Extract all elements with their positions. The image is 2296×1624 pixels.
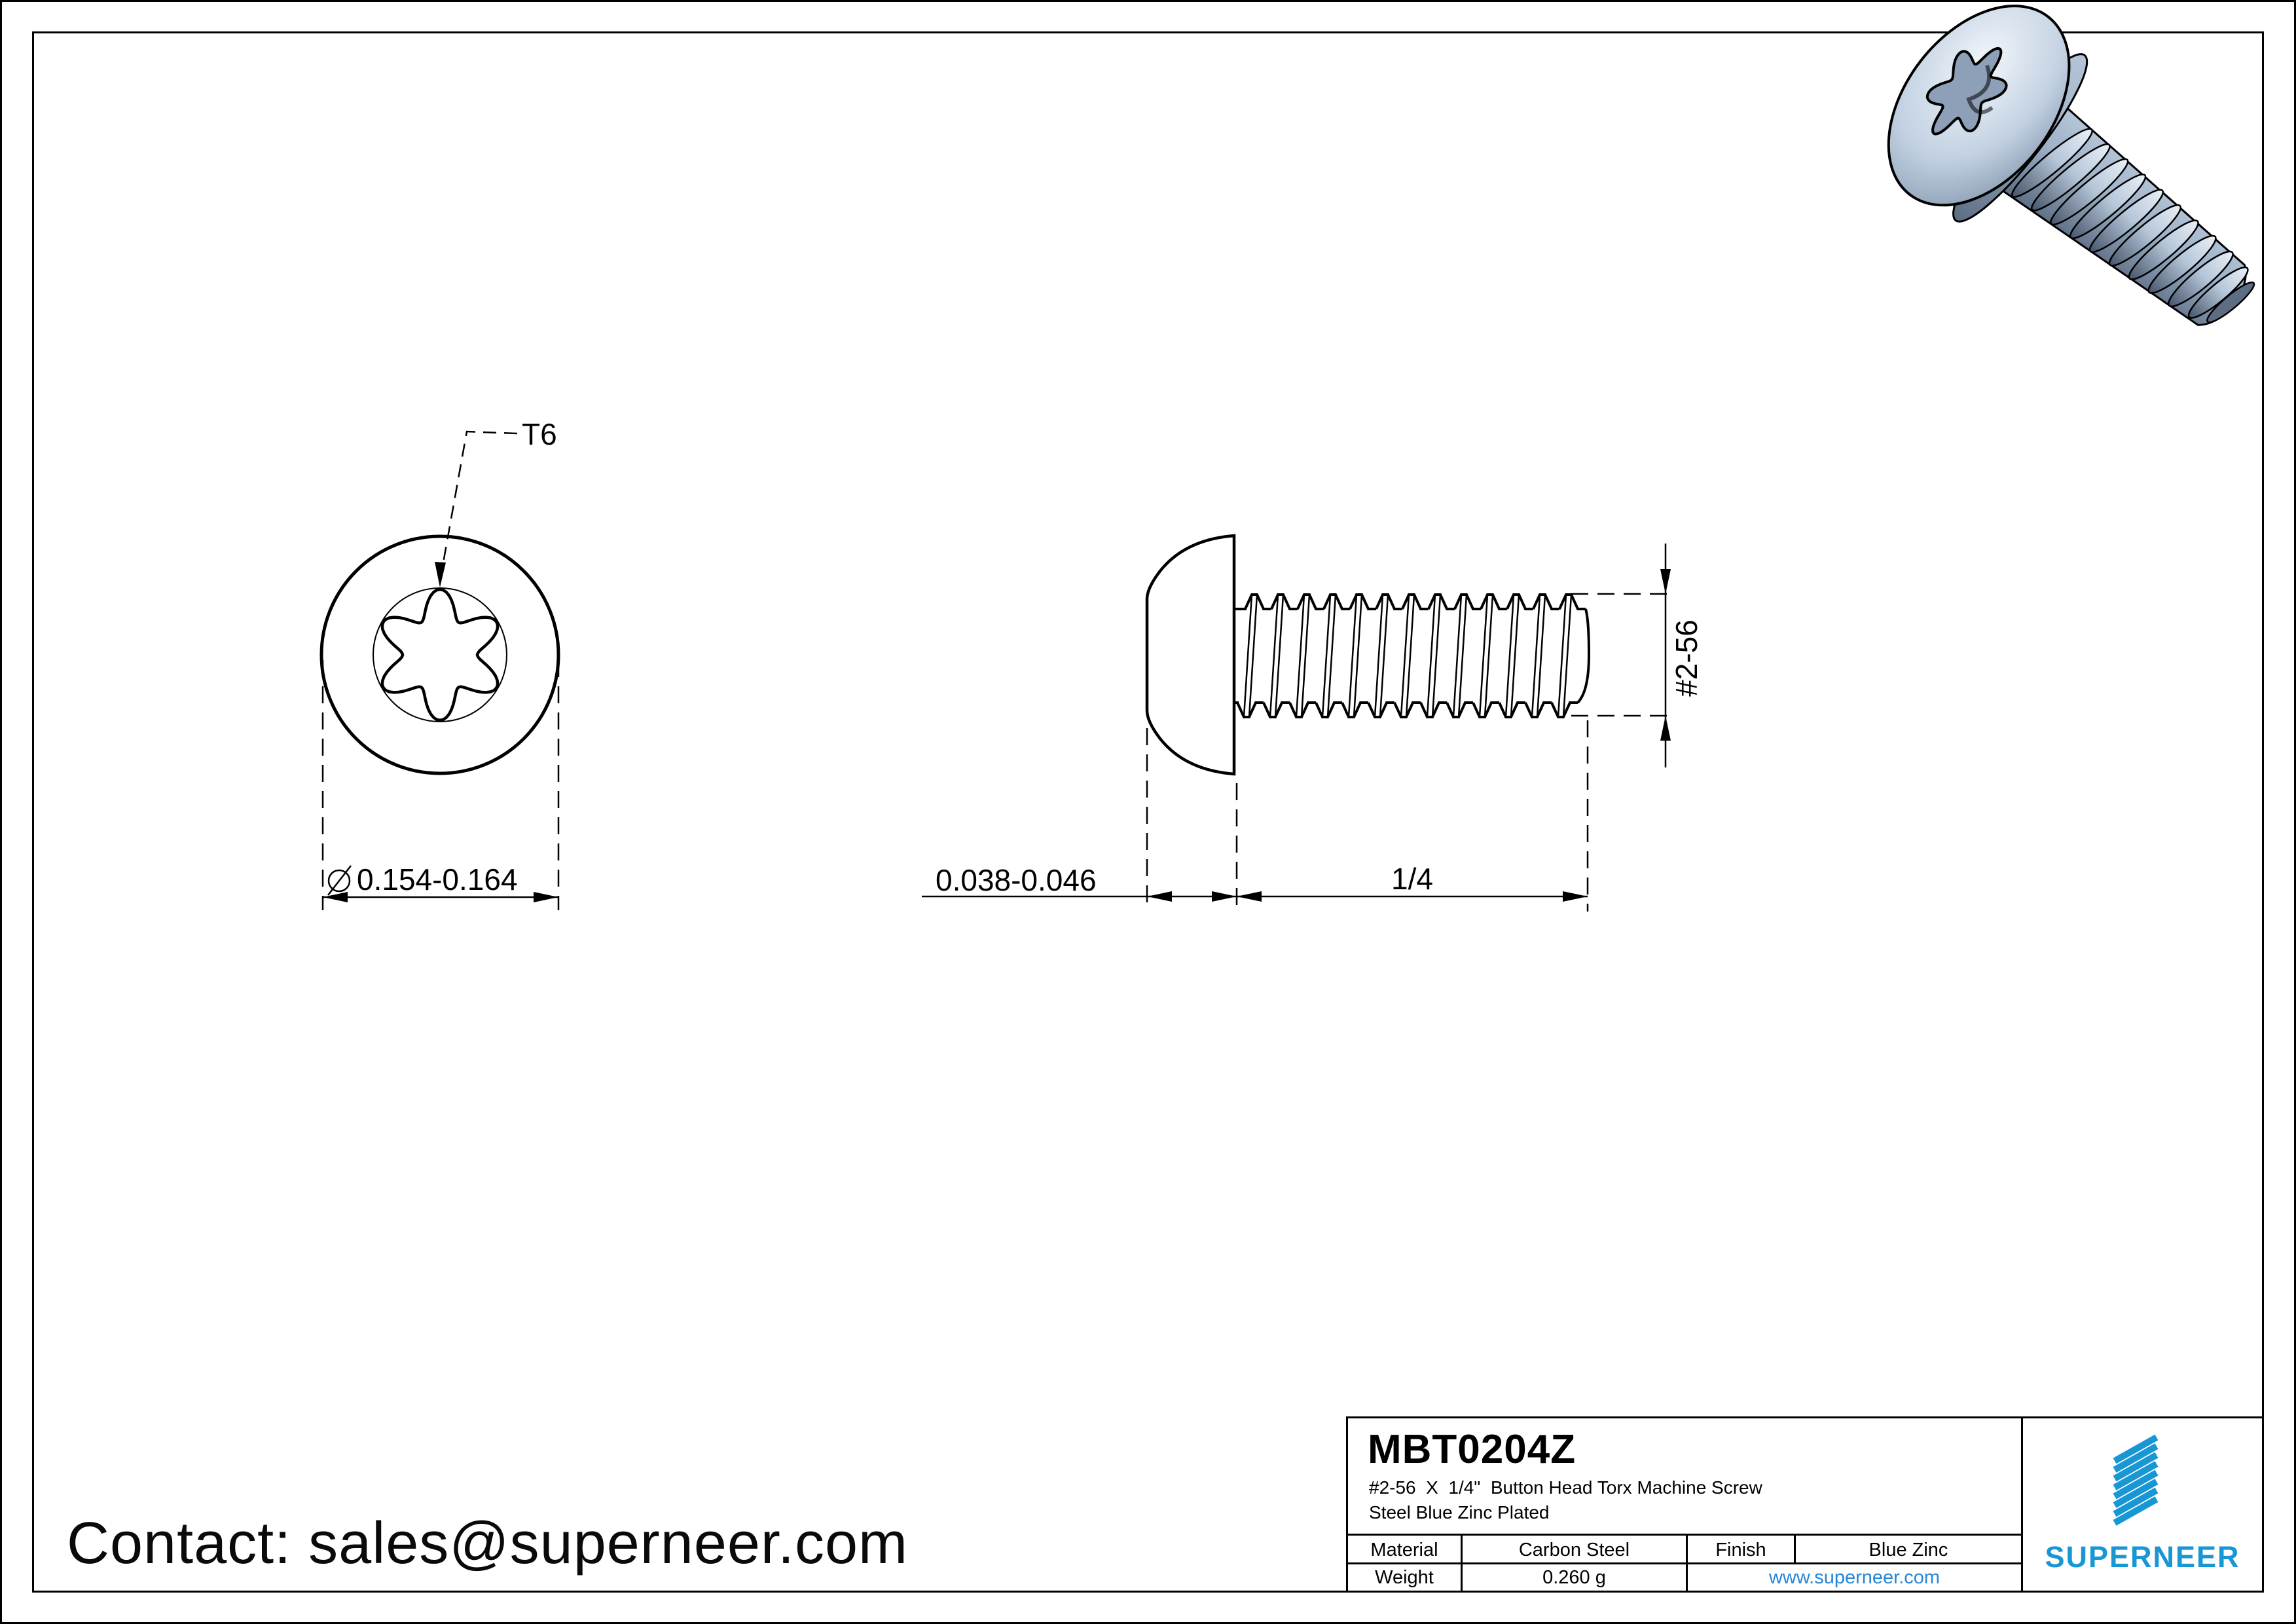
head-diameter-dim: 0.154-0.164 [357,862,518,896]
dim-arrow-icon [1660,569,1671,594]
weight-label: Weight [1348,1564,1463,1591]
dim-arrow-icon [1147,891,1172,902]
thread-profile [1234,593,1591,718]
recess-shadow [1966,64,1994,115]
brand-name: SUPERNEER [2045,1540,2240,1574]
dim-arrow-left-icon [323,892,348,902]
torx-socket-icon [380,587,500,722]
socket-size-label: T6 [522,417,557,451]
brand-logo-area: SUPERNEER [2021,1418,2262,1591]
brand-stripes-icon [2113,1434,2159,1526]
head-height-dim: 0.038-0.046 [936,863,1097,897]
finish-value: Blue Zinc [1868,1539,1948,1560]
front-view: T6 0.154-0.164 [319,417,560,910]
screw-3d-render [1887,5,2255,326]
material-label: Material [1348,1536,1463,1564]
dim-arrow-icon [1660,716,1671,741]
contact-line: Contact: sales@superneer.com [67,1511,908,1576]
title-block: MBT0204Z #2-56 X 1/4" Button Head Torx M… [1346,1416,2264,1593]
thread-bands [2011,128,2255,323]
side-view: 0.038-0.046 1/4 #2-56 [922,534,1704,912]
material-finish-row: Material Carbon Steel Finish Blue Zinc [1348,1534,2021,1564]
dim-arrow-icon [1212,891,1237,902]
website-link[interactable]: www.superneer.com [1768,1566,1941,1588]
weight-value: 0.260 g [1463,1564,1688,1591]
diameter-symbol-icon [327,865,352,896]
thread-spec-dim: #2-56 [1669,619,1704,697]
thread-length-dim: 1/4 [1391,862,1433,896]
finish-label: Finish [1688,1536,1796,1564]
thread-end-chamfer [1576,608,1591,704]
dim-arrow-icon [1237,891,1262,902]
part-number: MBT0204Z [1368,1427,1576,1472]
part-description-line2: Steel Blue Zinc Plated [1369,1502,1550,1522]
dim-arrow-right-icon [534,892,558,902]
part-description-line1: #2-56 X 1/4" Button Head Torx Machine Sc… [1369,1477,1762,1498]
socket-leader-line [440,430,518,574]
weight-website-row: Weight 0.260 g www.superneer.com [1348,1562,2021,1591]
leader-arrowhead-icon [435,562,446,587]
dim-arrow-icon [1563,891,1588,902]
sheet-inner-border [32,31,2264,1593]
material-value: Carbon Steel [1463,1536,1688,1564]
head-outline-circle [319,534,560,775]
button-head-profile [1145,534,1236,776]
